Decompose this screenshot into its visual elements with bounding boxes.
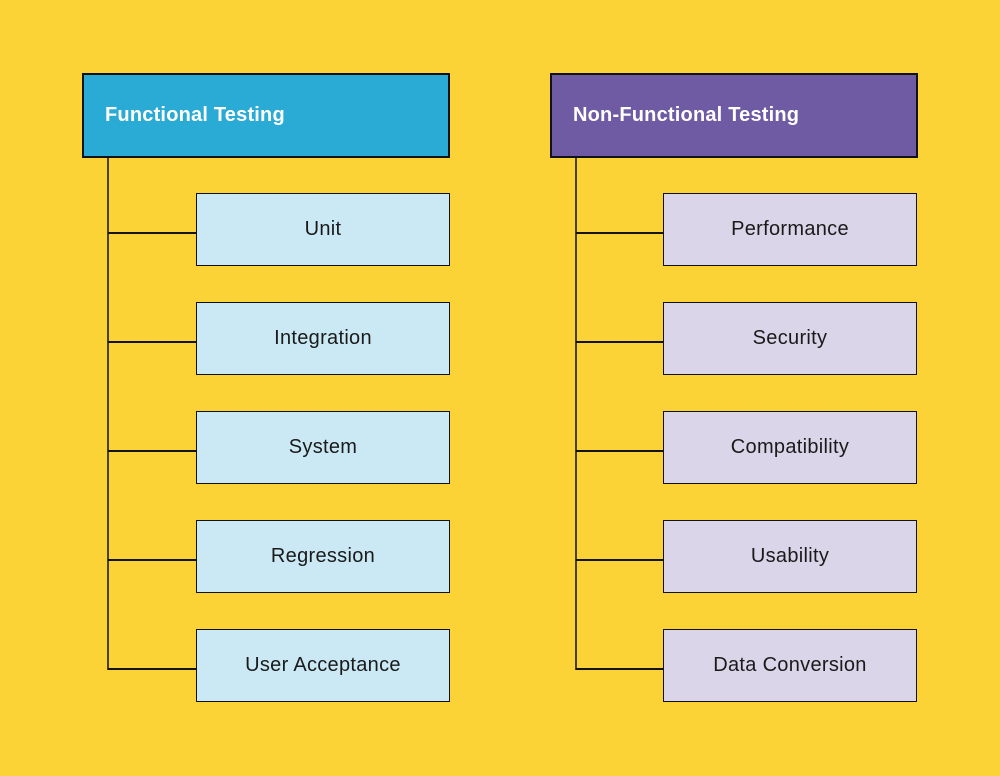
node-regression-label: Regression <box>270 545 376 567</box>
functional-connector-branch-line <box>108 668 196 670</box>
non-functional-connector-branch-line <box>576 232 663 234</box>
functional-testing-header-label: Functional Testing <box>105 104 285 126</box>
node-integration: Integration <box>196 302 450 375</box>
node-regression: Regression <box>196 520 450 593</box>
functional-connector-branch-line <box>108 559 196 561</box>
functional-connector-branch-line <box>108 232 196 234</box>
node-performance-label: Performance <box>731 218 849 240</box>
node-user-acceptance-label: User Acceptance <box>245 654 401 676</box>
node-data-conversion: Data Conversion <box>663 629 917 702</box>
functional-connector-branch-line <box>108 341 196 343</box>
node-data-conversion-label: Data Conversion <box>713 654 867 676</box>
functional-testing-header-node: Functional Testing <box>82 73 450 158</box>
node-usability: Usability <box>663 520 917 593</box>
node-security: Security <box>663 302 917 375</box>
node-system: System <box>196 411 450 484</box>
non-functional-testing-header-node: Non-Functional Testing <box>550 73 918 158</box>
non-functional-connector-branch-line <box>576 341 663 343</box>
non-functional-connector-branch-line <box>576 450 663 452</box>
non-functional-connector-branch-line <box>576 559 663 561</box>
functional-connector-branch-line <box>108 450 196 452</box>
non-functional-testing-header-label: Non-Functional Testing <box>573 104 800 126</box>
node-performance: Performance <box>663 193 917 266</box>
node-security-label: Security <box>752 327 828 349</box>
node-compatibility: Compatibility <box>663 411 917 484</box>
functional-connector-trunk-line <box>107 158 109 670</box>
node-compatibility-label: Compatibility <box>730 436 850 458</box>
node-system-label: System <box>288 436 358 458</box>
non-functional-connector-trunk-line <box>575 158 577 670</box>
non-functional-connector-branch-line <box>576 668 663 670</box>
node-usability-label: Usability <box>750 545 830 567</box>
node-unit: Unit <box>196 193 450 266</box>
node-integration-label: Integration <box>274 327 372 349</box>
node-user-acceptance: User Acceptance <box>196 629 450 702</box>
node-unit-label: Unit <box>304 218 342 240</box>
